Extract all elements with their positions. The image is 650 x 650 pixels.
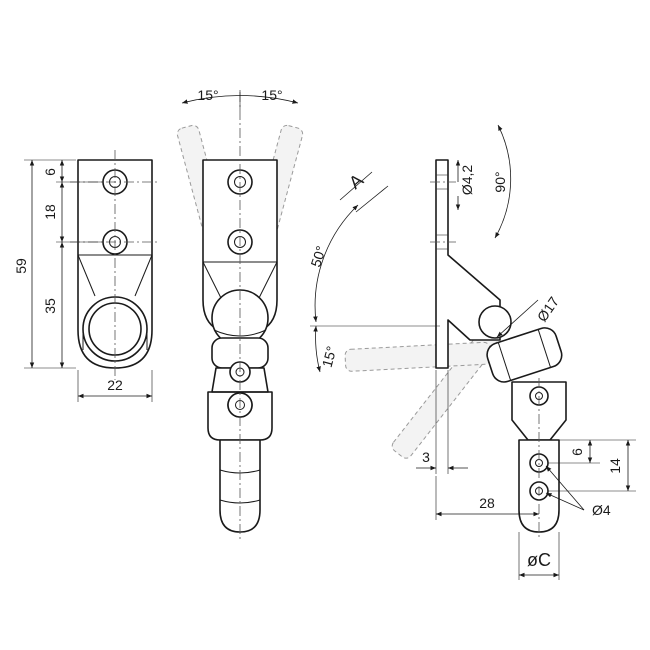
angle-90-label: 90° bbox=[492, 171, 508, 192]
pin-span-label: 14 bbox=[607, 458, 623, 474]
side-view: 15° 15° bbox=[176, 87, 304, 540]
side-angle-right-label: 15° bbox=[261, 87, 282, 103]
profile-joint-body bbox=[486, 327, 563, 383]
plate-thickness-label: 3 bbox=[422, 449, 430, 465]
angle-15-label: 15° bbox=[319, 344, 340, 369]
profile-view: A Ø4,2 90° 50° 15° Ø17 3 6 14 bbox=[307, 124, 636, 580]
pin-holes-spacing-label: 6 bbox=[569, 448, 585, 456]
shaft-diameter-label: øC bbox=[527, 550, 551, 570]
pin-hole-diameter-label: Ø4 bbox=[592, 502, 611, 518]
side-angle-left-label: 15° bbox=[197, 87, 218, 103]
hole-diameter-label: Ø4,2 bbox=[459, 165, 475, 196]
dim-hole-spacing-label: 18 bbox=[42, 204, 58, 220]
front-ring bbox=[82, 296, 148, 362]
joint-diameter-label: Ø17 bbox=[534, 294, 562, 325]
dim-lower-label: 35 bbox=[42, 298, 58, 314]
offset-label: 28 bbox=[479, 495, 495, 511]
angle-50-label: 50° bbox=[307, 244, 329, 269]
dim-total-label: 59 bbox=[13, 258, 29, 274]
front-view: 59 6 18 35 22 bbox=[13, 150, 160, 402]
dim-width-label: 22 bbox=[107, 377, 123, 393]
dim-hole-offset-label: 6 bbox=[42, 168, 58, 176]
section-label: A bbox=[345, 170, 367, 193]
profile-ball-joint bbox=[478, 305, 512, 339]
